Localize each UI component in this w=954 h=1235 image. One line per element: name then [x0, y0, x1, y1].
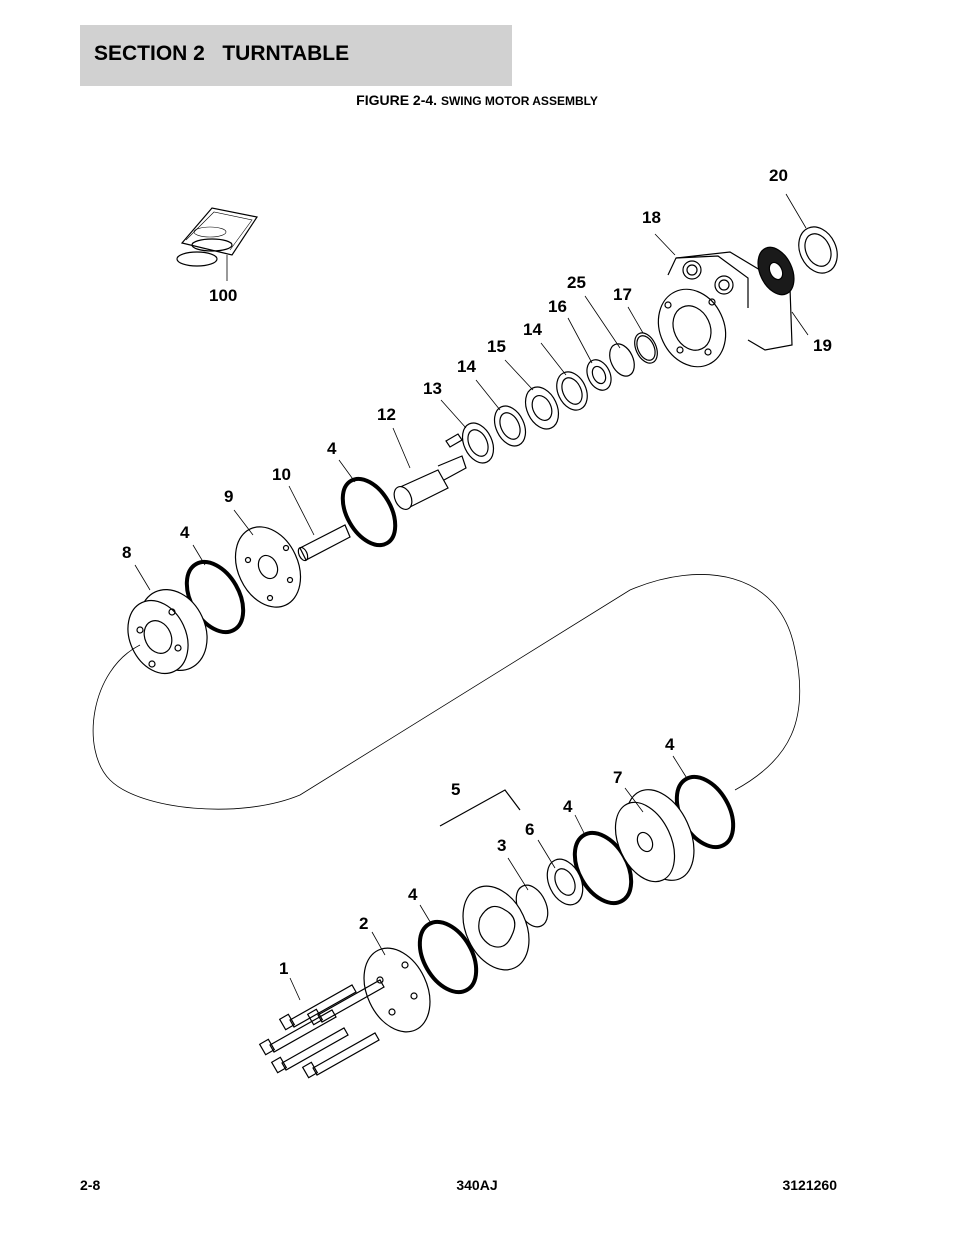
section-header: SECTION 2 TURNTABLE [80, 25, 512, 86]
thrust-washers-illustration [445, 332, 658, 464]
callout-18: 18 [642, 208, 661, 227]
figure-title: SWING MOTOR ASSEMBLY [440, 94, 598, 108]
callout-8: 8 [122, 543, 131, 562]
document-number: 3121260 [782, 1177, 837, 1193]
callout-12: 12 [377, 405, 396, 424]
callout-9: 9 [224, 487, 233, 506]
callout-4b: 4 [180, 523, 190, 542]
callout-25: 25 [567, 273, 586, 292]
callout-19: 19 [813, 336, 832, 355]
rotor-set-illustration [127, 589, 208, 675]
wear-plate-illustration [234, 526, 302, 608]
callout-6: 6 [525, 820, 534, 839]
callout-4d: 4 [563, 797, 573, 816]
callout-15: 15 [487, 337, 506, 356]
coupling-shaft-illustration [297, 524, 351, 562]
leader-lines [134, 193, 809, 1001]
callout-5: 5 [451, 780, 460, 799]
shaft-seal-illustration [757, 246, 795, 296]
callout-4c: 4 [665, 735, 675, 754]
callout-16: 16 [548, 297, 567, 316]
callout-17: 17 [613, 285, 632, 304]
figure-label: FIGURE 2-4. [356, 92, 438, 108]
callout-4e: 4 [408, 885, 418, 904]
section-title: SECTION 2 TURNTABLE [94, 42, 350, 65]
callout-100: 100 [209, 286, 237, 305]
model-number: 340AJ [456, 1177, 498, 1193]
gerotor-illustration [462, 885, 530, 971]
callout-10: 10 [272, 465, 291, 484]
callout-14b: 14 [457, 357, 476, 376]
drive-shaft-illustration [393, 455, 467, 510]
callout-14a: 14 [523, 320, 542, 339]
callout-1: 1 [279, 959, 288, 978]
valve-plate-illustration [546, 858, 584, 906]
dust-seal-illustration [798, 226, 838, 274]
end-plate-illustration [363, 947, 431, 1033]
page-number: 2-8 [80, 1177, 101, 1193]
callout-3: 3 [497, 836, 506, 855]
callout-bracket-5 [439, 789, 521, 827]
cap-screws-illustration [258, 979, 385, 1079]
callout-20: 20 [769, 166, 788, 185]
callout-2: 2 [359, 914, 368, 933]
figure-caption: FIGURE 2-4. SWING MOTOR ASSEMBLY [0, 92, 954, 108]
callout-7: 7 [613, 768, 622, 787]
end-cover-illustration [614, 789, 695, 883]
callout-13: 13 [423, 379, 442, 398]
seal-kit-illustration [176, 207, 258, 267]
callout-4a: 4 [327, 439, 337, 458]
assembly-path-line [92, 574, 801, 810]
